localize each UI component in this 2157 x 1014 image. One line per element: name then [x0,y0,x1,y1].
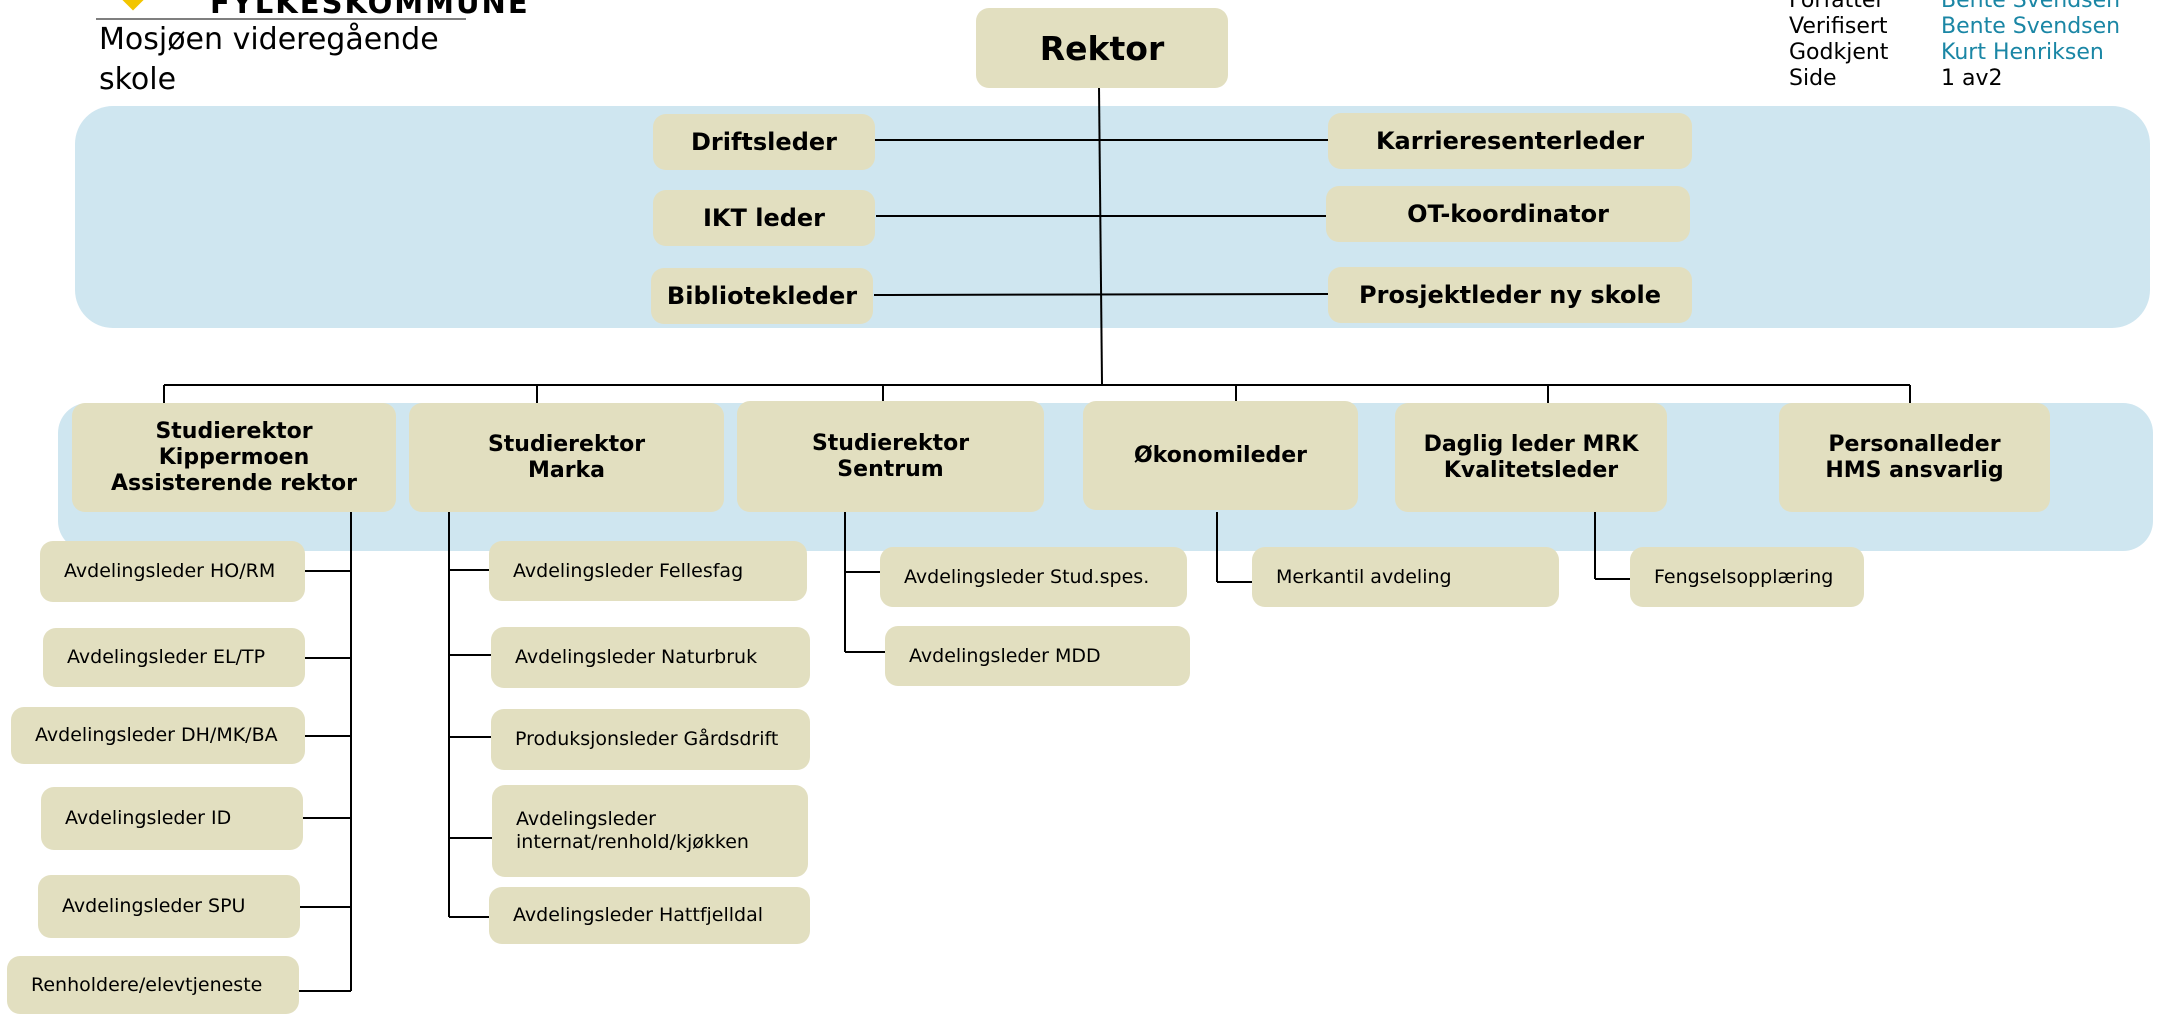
node-unit: Renholdere/elevtjeneste [7,956,299,1014]
node-unit: Avdelingsleder ID [41,787,303,850]
node-karrieresenterleder: Karrieresenterleder [1328,113,1692,169]
node-unit: Merkantil avdeling [1252,547,1559,607]
node-driftsleder: Driftsleder [653,114,875,170]
meta-label: Forfatter [1789,0,1885,13]
meta-row-approved: Godkjent Kurt Henriksen [1789,40,2120,66]
node-unit: Fengselsopplæring [1630,547,1864,607]
node-unit: Avdelingsleder EL/TP [43,628,305,687]
node-unit: Avdelingsleder MDD [885,626,1190,686]
node-unit: Avdelingsleder SPU [38,875,300,938]
node-ikt-leder: IKT leder [653,190,875,246]
meta-value: Bente Svendsen [1941,14,2121,39]
node-studierektor-sentrum: Studierektor Sentrum [737,401,1044,512]
node-ot-koordinator: OT-koordinator [1326,186,1690,242]
meta-value: Kurt Henriksen [1941,40,2104,65]
logo-rule [96,18,466,20]
node-okonomileder: Økonomileder [1083,401,1358,510]
county-name: FYLKESKOMMUNE [210,0,530,20]
school-name: Mosjøen videregående skole [99,22,439,97]
logo: FYLKESKOMMUNE Mosjøen videregående skole [96,0,528,100]
meta-label: Side [1789,66,1837,91]
node-personalleder: Personalleder HMS ansvarlig [1779,403,2050,512]
node-unit: Avdelingsleder Fellesfag [489,541,807,601]
meta-value: Bente Svendsen [1941,0,2121,13]
meta-row-page: Side 1 av2 [1789,66,2120,92]
meta-row-verified: Verifisert Bente Svendsen [1789,14,2120,40]
document-meta: Forfatter Bente Svendsen Verifisert Bent… [1789,0,2120,92]
node-prosjektleder: Prosjektleder ny skole [1328,267,1692,323]
node-unit: Avdelingsleder HO/RM [40,541,305,602]
node-unit: Avdelingsleder DH/MK/BA [11,707,305,764]
meta-label: Verifisert [1789,14,1888,39]
node-daglig-leder-mrk: Daglig leder MRK Kvalitetsleder [1395,403,1667,512]
meta-value: 1 av2 [1941,66,2003,91]
meta-label: Godkjent [1789,40,1889,65]
node-rektor: Rektor [976,8,1228,88]
node-unit: Avdelingsleder internat/renhold/kjøkken [492,785,808,877]
node-studierektor-marka: Studierektor Marka [409,403,724,512]
node-unit: Avdelingsleder Naturbruk [491,627,810,688]
node-unit: Avdelingsleder Hattfjelldal [489,887,810,944]
node-bibliotekleder: Bibliotekleder [651,268,873,324]
node-studierektor-kippermoen: Studierektor Kippermoen Assisterende rek… [72,403,396,512]
node-unit: Avdelingsleder Stud.spes. [880,547,1187,607]
node-unit: Produksjonsleder Gårdsdrift [491,709,810,770]
county-emblem-icon [117,0,149,11]
meta-row-author: Forfatter Bente Svendsen [1789,0,2120,14]
